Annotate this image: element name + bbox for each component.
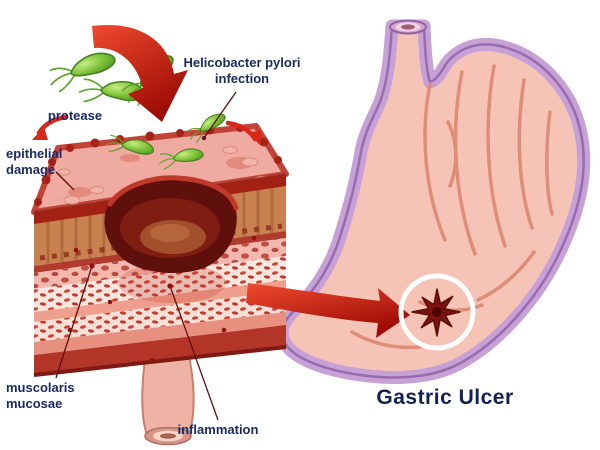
tissue-block (31, 109, 289, 377)
ulcer-highlight-circle (398, 273, 476, 351)
duodenum-tube (141, 351, 195, 446)
inflammation-zone (118, 263, 226, 303)
invasion-arrow (92, 24, 188, 123)
stomach-rugae (350, 64, 554, 350)
label-inflammation: inflammation (177, 422, 259, 437)
tissue-surface-bumps (57, 146, 270, 205)
small-arrow-right (225, 120, 261, 146)
leader-lines (55, 91, 237, 421)
label-muscolaris-mucosae: muscolaris mucosae (6, 380, 75, 411)
esophagus-cut (389, 19, 427, 35)
label-helicobacter-infection: Helicobacter pylori infection (183, 55, 301, 86)
stomach-outline (281, 24, 585, 379)
ulcer-pointer-arrow (246, 283, 410, 338)
label-epithelial-damage: epithelial damage (6, 146, 63, 177)
stomach-illustration (275, 19, 591, 384)
label-protease: protease (47, 108, 103, 123)
small-arrow-left (32, 114, 69, 140)
diagram-title: Gastric Ulcer (376, 386, 514, 409)
ulcer-crater (104, 175, 239, 303)
ulcer-site (398, 273, 476, 351)
